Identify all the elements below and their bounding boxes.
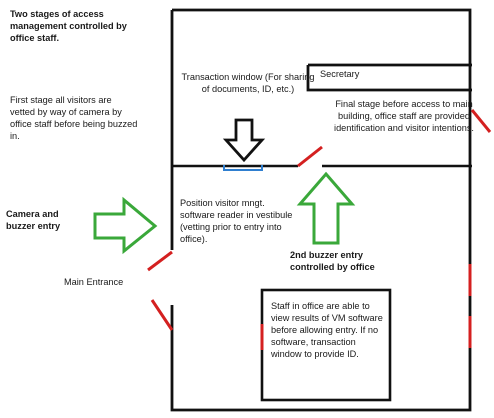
first-stage-note: First stage all visitors are vetted by w… [10, 95, 138, 141]
outer-wall [170, 8, 472, 412]
green-arrow-right [93, 196, 158, 255]
transaction-window-label: Transaction window (For sharing of docum… [181, 72, 315, 94]
transaction-window [223, 165, 263, 171]
second-buzzer-label: 2nd buzzer entry controlled by office [290, 250, 375, 272]
main-entrance-label: Main Entrance [64, 277, 124, 287]
right-door-upper [470, 109, 492, 133]
position-visitor-note: Position visitor mngt. software reader i… [180, 198, 293, 244]
title-note: Two stages of access management controll… [10, 9, 127, 43]
secretary-wall [306, 63, 472, 92]
camera-buzzer-label: Camera and buzzer entry [6, 209, 61, 231]
green-arrow-up [296, 171, 356, 245]
down-arrow [222, 118, 266, 163]
staff-office-note: Staff in office are able to view results… [271, 301, 383, 359]
final-stage-note: Final stage before access to main buildi… [334, 99, 474, 133]
vestibule-door [297, 145, 323, 168]
main-entrance-door-lower [150, 299, 174, 331]
main-entrance-door-upper [147, 250, 173, 272]
secretary-label: Secretary [320, 69, 360, 79]
staff-note-box [260, 288, 392, 402]
